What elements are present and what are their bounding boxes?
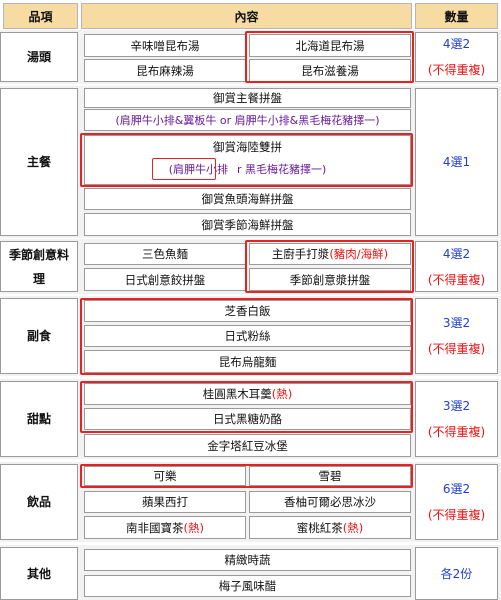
drink-item: 香柚可爾必思冰沙 bbox=[249, 491, 411, 513]
main-quantity: 4選1 bbox=[415, 88, 498, 236]
note-part: r 黑毛梅花豬擇一) bbox=[236, 163, 327, 176]
seasonal-item: 季節創意漿拼盤 bbox=[249, 268, 411, 291]
drink-item: 雪碧 bbox=[249, 466, 411, 486]
drinks-category: 飲品 bbox=[0, 464, 78, 540]
item-name: 桂圓黑木耳羹 bbox=[202, 387, 272, 401]
dessert-item: 日式黑糖奶酪 bbox=[84, 408, 411, 430]
dessert-item: 金字塔紅豆冰堡 bbox=[84, 434, 411, 457]
quantity-rule: 4選2 bbox=[442, 246, 471, 261]
main-item-note: (肩胛牛小排 r 黑毛梅花豬擇一) bbox=[169, 161, 327, 177]
soup-item: 昆布滋養湯 bbox=[249, 59, 411, 82]
drinks-quantity: 6選2 (不得重複) bbox=[415, 464, 498, 540]
main-item: 御賞季節海鮮拼盤 bbox=[84, 213, 411, 236]
quantity-rule: 各2份 bbox=[440, 566, 473, 581]
quantity-note: (不得重複) bbox=[427, 272, 486, 287]
dessert-quantity: 3選2 (不得重複) bbox=[415, 381, 498, 457]
dessert-item: 桂圓黑木耳羹(熱) bbox=[84, 383, 411, 405]
quantity-note: (不得重複) bbox=[427, 63, 486, 77]
side-category: 副食 bbox=[0, 298, 78, 374]
hot-tag: (熱) bbox=[183, 520, 204, 535]
main-category: 主餐 bbox=[0, 88, 78, 236]
drink-item: 南非國寶茶(熱) bbox=[84, 516, 246, 539]
other-quantity: 各2份 bbox=[415, 547, 498, 600]
quantity-rule: 4選2 bbox=[442, 37, 471, 51]
quantity-note: (不得重複) bbox=[427, 342, 486, 356]
note-part: (肩胛牛小排 bbox=[168, 163, 228, 176]
soup-quantity: 4選2 (不得重複) bbox=[415, 32, 498, 82]
quantity-rule: 4選1 bbox=[442, 155, 471, 169]
soup-item: 辛味噌昆布湯 bbox=[84, 34, 246, 57]
soup-category: 湯頭 bbox=[0, 32, 78, 82]
hot-tag: (熱) bbox=[271, 387, 293, 401]
main-item-surf-turf: 御賞海陸雙拼 (肩胛牛小排 r 黑毛梅花豬擇一) bbox=[84, 135, 411, 185]
quantity-rule: 3選2 bbox=[442, 399, 471, 413]
main-item: 御賞魚頭海鮮拼盤 bbox=[84, 188, 411, 210]
main-item: 御賞主餐拼盤 bbox=[84, 88, 411, 108]
item-variant: (豬肉/海鮮) bbox=[329, 247, 389, 261]
other-item: 梅子風味醋 bbox=[84, 575, 411, 597]
seasonal-item: 三色魚麵 bbox=[84, 243, 246, 265]
side-quantity: 3選2 (不得重複) bbox=[415, 298, 498, 374]
quantity-rule: 6選2 bbox=[442, 482, 471, 496]
header-content: 內容 bbox=[81, 3, 412, 29]
soup-item: 北海道昆布湯 bbox=[249, 34, 411, 57]
main-item: 御賞海陸雙拼 bbox=[213, 140, 282, 154]
item-name: 蜜桃紅茶 bbox=[296, 520, 343, 535]
other-item: 精緻時蔬 bbox=[84, 549, 411, 571]
dessert-category: 甜點 bbox=[0, 381, 78, 457]
side-item: 日式粉絲 bbox=[84, 325, 411, 347]
drink-item: 蜜桃紅茶(熱) bbox=[249, 516, 411, 539]
quantity-note: (不得重複) bbox=[427, 508, 486, 522]
main-item-note: (肩胛牛小排&翼板牛 or 肩胛牛小排&黑毛梅花豬擇一) bbox=[84, 109, 411, 131]
drink-item: 可樂 bbox=[84, 466, 246, 486]
seasonal-category: 季節創意料理 bbox=[0, 241, 78, 292]
quantity-rule: 3選2 bbox=[442, 316, 471, 330]
quantity-note: (不得重複) bbox=[427, 425, 486, 439]
other-category: 其他 bbox=[0, 547, 78, 600]
item-name: 南非國寶茶 bbox=[126, 520, 184, 535]
hot-tag: (熱) bbox=[342, 520, 364, 535]
item-name: 主廚手打漿 bbox=[271, 247, 330, 261]
soup-item: 昆布麻辣湯 bbox=[84, 59, 246, 82]
seasonal-item: 日式創意餃拼盤 bbox=[84, 268, 246, 291]
seasonal-quantity: 4選2 (不得重複) bbox=[415, 241, 498, 292]
side-item: 昆布烏龍麵 bbox=[84, 350, 411, 373]
side-item: 芝香白飯 bbox=[84, 300, 411, 322]
drink-item: 蘋果西打 bbox=[84, 491, 246, 513]
header-quantity: 數量 bbox=[415, 3, 498, 29]
header-category: 品項 bbox=[3, 3, 78, 29]
seasonal-item: 主廚手打漿(豬肉/海鮮) bbox=[249, 243, 411, 265]
